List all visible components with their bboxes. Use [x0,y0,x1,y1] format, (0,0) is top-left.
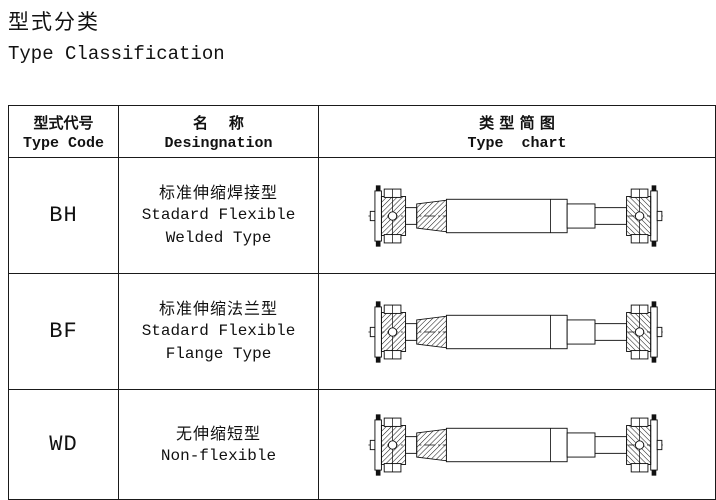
designation-bh-en1: Stadard Flexible [141,206,296,224]
type-code-bh: BH [8,157,119,274]
table-row-bh: BH 标准伸缩焊接型 Stadard Flexible Welded Type [8,157,716,274]
cardan-shaft-flange-diagram [352,293,682,371]
designation-bf: 标准伸缩法兰型 Stadard Flexible Flange Type [118,273,319,390]
page-title-en: Type Classification [8,43,225,65]
designation-bf-en2: Flange Type [165,345,272,363]
designation-bf-en1: Stadard Flexible [141,322,296,340]
type-classification-table: 型式代号 Type Code 名 称 Desingnation 类 型 简 图 … [8,105,716,500]
table-row-wd: WD 无伸缩短型 Non-flexible [8,389,716,500]
designation-wd: 无伸缩短型 Non-flexible [118,389,319,500]
header-type-chart: 类 型 简 图 Type chart [318,105,716,158]
page-title-zh: 型式分类 [8,10,100,34]
header-type-chart-zh: 类 型 简 图 [479,113,555,132]
type-chart-bf [318,273,716,390]
cardan-shaft-short-diagram [352,406,682,484]
designation-bf-zh: 标准伸缩法兰型 [158,299,278,318]
header-type-chart-en: Type chart [467,134,567,152]
header-designation-en: Desingnation [164,134,273,152]
header-type-code: 型式代号 Type Code [8,105,119,158]
header-type-code-zh: 型式代号 [33,113,94,132]
table-row-bf: BF 标准伸缩法兰型 Stadard Flexible Flange Type [8,273,716,390]
designation-bh-zh: 标准伸缩焊接型 [158,183,278,202]
designation-bh: 标准伸缩焊接型 Stadard Flexible Welded Type [118,157,319,274]
cardan-shaft-welded-diagram [352,177,682,255]
designation-bh-en2: Welded Type [165,229,272,247]
header-type-code-en: Type Code [22,134,104,152]
type-code-bf: BF [8,273,119,390]
header-designation-zh: 名 称 [193,113,244,132]
designation-wd-zh: 无伸缩短型 [175,423,261,443]
table-header-row: 型式代号 Type Code 名 称 Desingnation 类 型 简 图 … [8,105,716,158]
type-chart-bh [318,157,716,274]
type-code-wd: WD [8,389,119,500]
header-designation: 名 称 Desingnation [118,105,319,158]
type-chart-wd [318,389,716,500]
page-header: 型式分类 Type Classification [0,0,716,65]
designation-wd-en1: Non-flexible [160,446,277,465]
